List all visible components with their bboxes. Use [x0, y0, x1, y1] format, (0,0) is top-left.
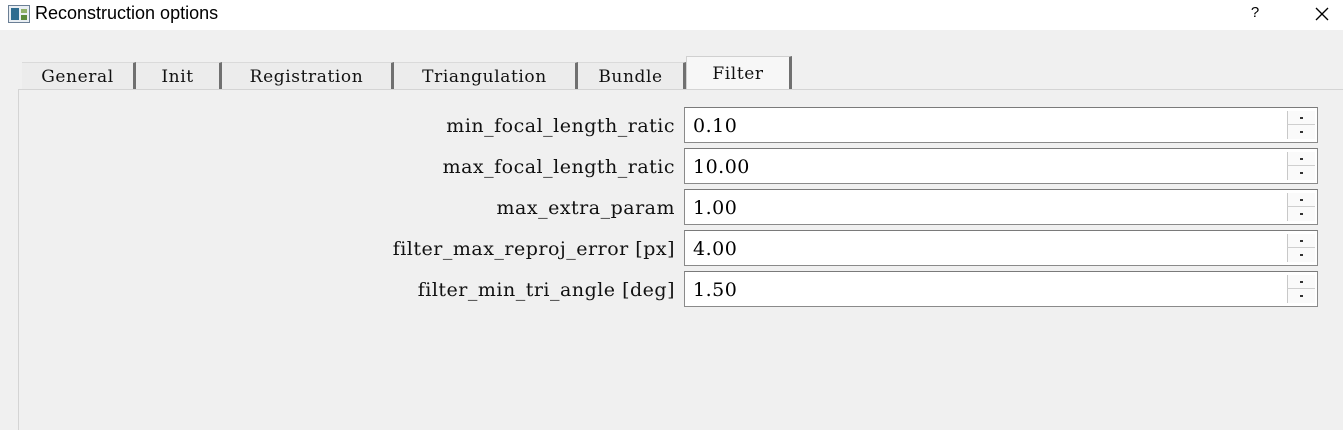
- filter-min-tri-angle-spinbox[interactable]: 1.50: [684, 271, 1318, 307]
- max-focal-length-ratio-spinbox[interactable]: 10.00: [684, 148, 1318, 184]
- help-button[interactable]: ?: [1250, 4, 1260, 21]
- spin-up-button[interactable]: [1287, 234, 1315, 248]
- tab-label: Filter: [712, 63, 764, 84]
- spin-down-button[interactable]: [1287, 166, 1315, 180]
- form-row-filter-max-reproj-error: filter_max_reproj_error [px] 4.00: [0, 230, 1343, 268]
- spin-down-button[interactable]: [1287, 289, 1315, 303]
- spinbox-value[interactable]: 1.00: [693, 197, 738, 219]
- spin-down-button[interactable]: [1287, 248, 1315, 262]
- tab-filter[interactable]: Filter: [686, 56, 792, 90]
- filter-max-reproj-error-spinbox[interactable]: 4.00: [684, 230, 1318, 266]
- spin-up-button[interactable]: [1287, 275, 1315, 289]
- spinbox-value[interactable]: 4.00: [693, 238, 738, 260]
- field-label: filter_max_reproj_error [px]: [392, 238, 675, 260]
- tab-label: Init: [161, 66, 194, 87]
- close-icon[interactable]: [1310, 3, 1334, 25]
- tab-label: General: [41, 66, 114, 87]
- tab-label: Registration: [249, 66, 364, 87]
- form-row-max-focal-length-ratio: max_focal_length_ratic 10.00: [0, 148, 1343, 186]
- spinbox-value[interactable]: 1.50: [693, 279, 738, 301]
- max-extra-param-spinbox[interactable]: 1.00: [684, 189, 1318, 225]
- tab-general[interactable]: General: [22, 62, 136, 90]
- tab-registration[interactable]: Registration: [222, 62, 394, 90]
- tab-label: Triangulation: [422, 66, 547, 87]
- window-title: Reconstruction options: [35, 3, 219, 23]
- spin-arrows: [1287, 152, 1315, 180]
- min-focal-length-ratio-spinbox[interactable]: 0.10: [684, 107, 1318, 143]
- spinbox-value[interactable]: 0.10: [693, 115, 738, 137]
- spin-down-button[interactable]: [1287, 207, 1315, 221]
- spin-down-button[interactable]: [1287, 125, 1315, 139]
- spin-arrows: [1287, 275, 1315, 303]
- spin-arrows: [1287, 234, 1315, 262]
- spin-up-button[interactable]: [1287, 152, 1315, 166]
- tab-bundle[interactable]: Bundle: [578, 62, 686, 90]
- field-label: max_extra_param: [496, 197, 675, 219]
- spin-arrows: [1287, 111, 1315, 139]
- title-bar: Reconstruction options ?: [0, 0, 1343, 30]
- spin-up-button[interactable]: [1287, 111, 1315, 125]
- form-row-filter-min-tri-angle: filter_min_tri_angle [deg] 1.50: [0, 271, 1343, 309]
- form-row-min-focal-length-ratio: min_focal_length_ratic 0.10: [0, 107, 1343, 145]
- spin-up-button[interactable]: [1287, 193, 1315, 207]
- tab-bar: General Init Registration Triangulation …: [0, 56, 1343, 90]
- field-label: filter_min_tri_angle [deg]: [417, 279, 675, 301]
- form-row-max-extra-param: max_extra_param 1.00: [0, 189, 1343, 227]
- app-icon: [8, 5, 30, 23]
- tab-init[interactable]: Init: [136, 62, 222, 90]
- tab-label: Bundle: [598, 66, 663, 87]
- field-label: min_focal_length_ratic: [446, 115, 675, 137]
- tab-triangulation[interactable]: Triangulation: [394, 62, 578, 90]
- spinbox-value[interactable]: 10.00: [693, 156, 750, 178]
- spin-arrows: [1287, 193, 1315, 221]
- field-label: max_focal_length_ratic: [442, 156, 675, 178]
